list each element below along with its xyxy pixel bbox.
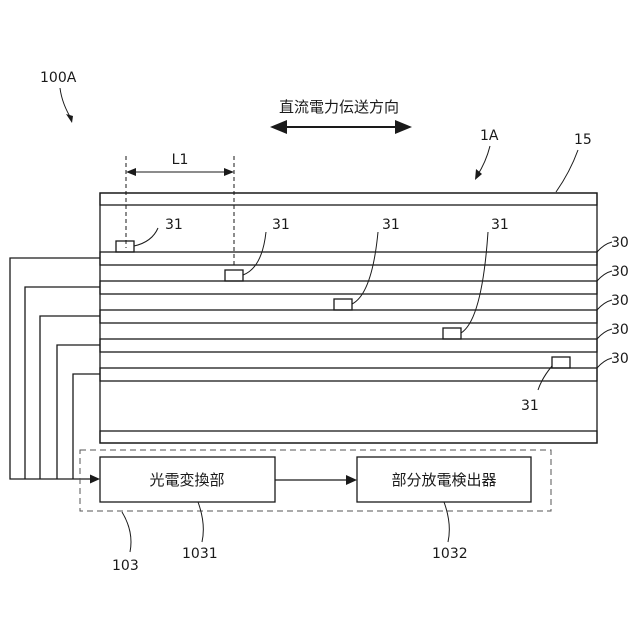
layer-leader-2	[597, 271, 612, 281]
converter-ref-label: 1031	[182, 546, 218, 562]
system-ref-arrow	[60, 88, 73, 123]
signal-wires	[10, 258, 100, 484]
layer-ref-label: 30	[611, 293, 629, 309]
layer-5	[100, 368, 597, 381]
sensor-leader-3	[352, 232, 378, 304]
unit-ref-label: 103	[112, 558, 139, 574]
system-ref-label: 100A	[40, 70, 77, 86]
direction-double-arrow	[270, 120, 412, 134]
sheath-ref-label: 15	[574, 132, 592, 148]
sensor-ref-label: 31	[165, 217, 183, 233]
layer-1	[100, 252, 597, 265]
sensor-2	[225, 270, 243, 281]
distance-dimension	[126, 156, 234, 268]
direction-label: 直流電力伝送方向	[279, 98, 399, 116]
detector-leader	[444, 502, 449, 542]
converter-to-detector-arrow	[275, 475, 357, 485]
converter-leader	[198, 502, 203, 542]
detector-label: 部分放電検出器	[391, 471, 496, 489]
layer-leader-3	[597, 300, 612, 310]
layer-2	[100, 281, 597, 294]
sensor-4	[443, 328, 461, 339]
layer-4	[100, 339, 597, 352]
layer-leader-1	[597, 242, 612, 252]
sensor-leader-2	[243, 232, 266, 275]
sensor-3	[334, 299, 352, 310]
distance-label: L1	[172, 152, 189, 168]
sensor-leader-5	[538, 366, 552, 390]
sheath-bottom	[100, 431, 597, 443]
layer-ref-label: 30	[611, 322, 629, 338]
sensor-ref-label: 31	[521, 398, 539, 414]
layer-leader-4	[597, 329, 612, 339]
cable-ref-arrow	[475, 146, 490, 180]
unit-leader	[122, 512, 131, 552]
sensor-ref-label: 31	[491, 217, 509, 233]
sensor-ref-label: 31	[382, 217, 400, 233]
layer-ref-label: 30	[611, 235, 629, 251]
layer-3	[100, 310, 597, 323]
sheath-leader	[556, 150, 578, 192]
sensor-5	[552, 357, 570, 368]
sensor-leader-1	[134, 228, 158, 246]
sensor-1	[116, 241, 134, 252]
layer-leader-5	[597, 358, 612, 368]
cable-ref-label: 1A	[480, 128, 499, 144]
sheath-top	[100, 193, 597, 205]
detector-ref-label: 1032	[432, 546, 468, 562]
converter-label: 光電変換部	[149, 471, 224, 489]
sensor-ref-label: 31	[272, 217, 290, 233]
layer-ref-label: 30	[611, 351, 629, 367]
sensor-leader-4	[461, 232, 488, 333]
layer-ref-label: 30	[611, 264, 629, 280]
